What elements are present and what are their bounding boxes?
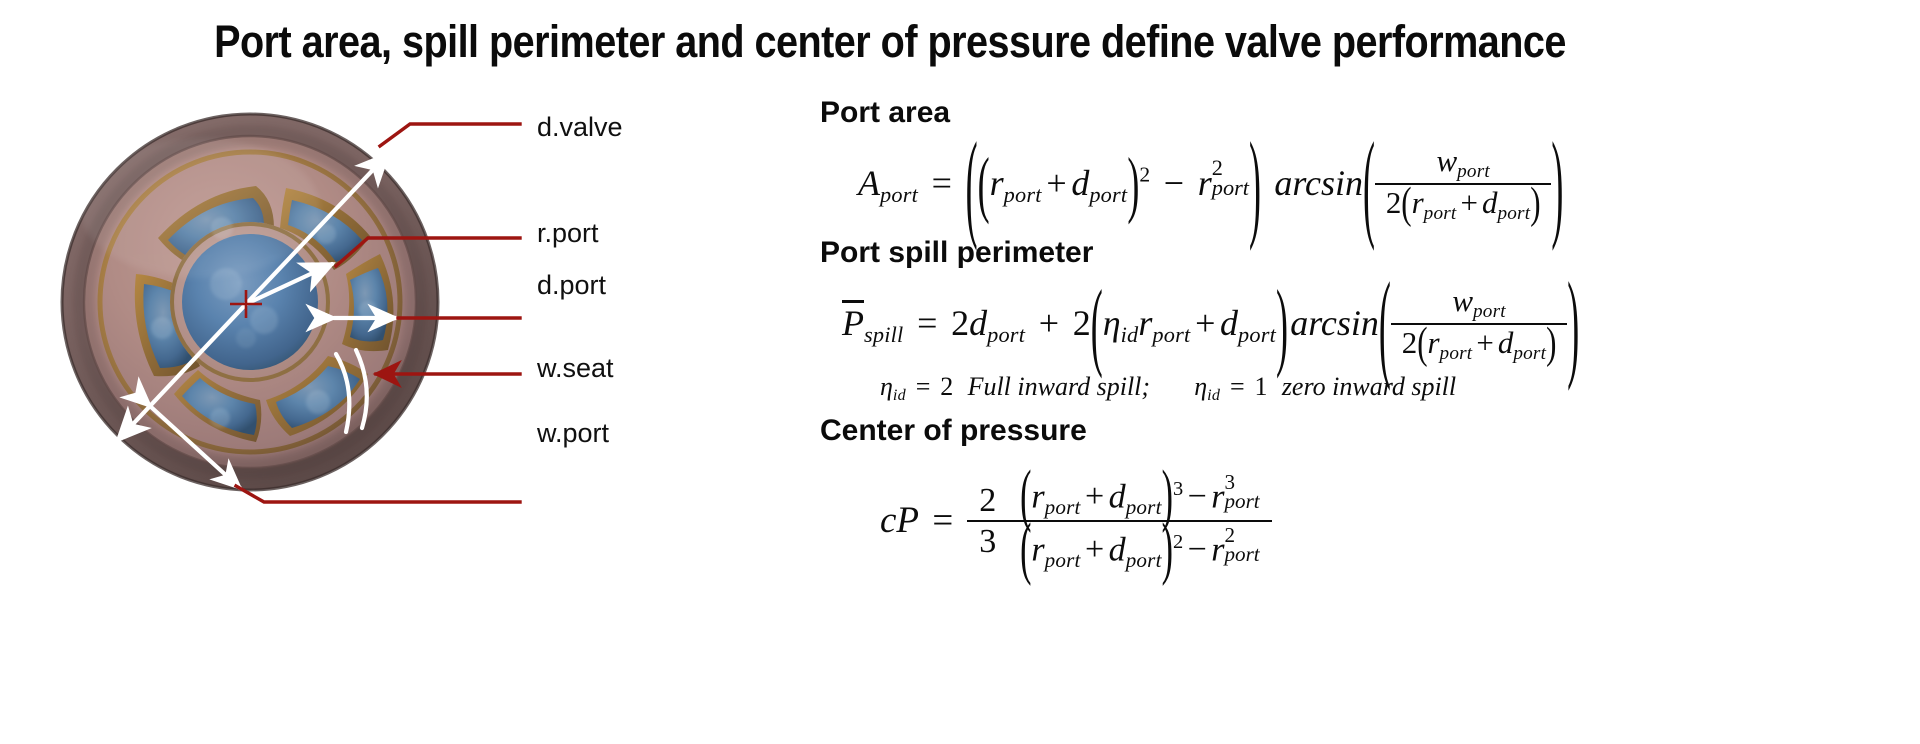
paren-open-outer: (: [965, 117, 978, 252]
arc-w-seat-outer: [353, 347, 369, 431]
eq2-frac-den: 2(rport+dport): [1390, 320, 1568, 365]
center-crosshair: [230, 290, 262, 318]
paren-close-arg1: ): [1551, 117, 1564, 252]
eq2-frac-num: wport: [1452, 283, 1506, 323]
eq1-equals: =: [931, 162, 952, 203]
note-eta-2: ηid: [1194, 372, 1221, 405]
paren-close-outer: ): [1249, 117, 1261, 252]
arrow-r-port: [243, 261, 336, 307]
eq1-frac-num: wport: [1436, 143, 1490, 183]
eq1-r: rport: [989, 162, 1042, 207]
eq2-d2: dport: [1220, 302, 1277, 347]
arrow-w-port: [119, 376, 243, 491]
leader-lines: [233, 122, 522, 504]
eq1-minus: −: [1163, 162, 1185, 203]
note-text-2: zero inward spill: [1281, 372, 1457, 401]
equation-spill-perimeter: Pspill = 2dport + 2(ηidrport+dport)arcsi…: [842, 264, 1579, 385]
arrow-d-valve: [243, 150, 391, 307]
eq2-d: dport: [969, 302, 1026, 347]
heading-port-area: Port area: [820, 96, 951, 129]
paren-close-arg2: ): [1567, 257, 1580, 392]
eq2-lhs: Pspill: [842, 302, 904, 347]
leader-r-port: [333, 236, 522, 269]
valve-diagram-svg: [60, 112, 522, 504]
eq4-equals: =: [932, 500, 954, 542]
eq2-plus1: +: [1038, 302, 1060, 343]
page-title: Port area, spill perimeter and center of…: [214, 16, 1566, 67]
eq4-lhs: cP: [880, 500, 919, 542]
leader-w-port: [233, 483, 522, 504]
arc-w-seat-inner: [333, 351, 352, 435]
eq1-frac-den: 2(rport+dport): [1374, 180, 1552, 225]
paren-open-arg2: (: [1378, 257, 1391, 392]
paren-open-inner: (: [977, 142, 990, 225]
eq4-two-thirds: 2 3: [967, 484, 1009, 559]
paren-close-eq2: ): [1276, 269, 1289, 380]
eq2-plus2: +: [1195, 302, 1216, 343]
valve-figure: d.valve r.port d.port w.seat w.port: [50, 88, 670, 588]
eq1-lhs: Aport: [858, 162, 918, 207]
note-eta-1: ηid: [880, 372, 906, 405]
label-w-port: w.port: [537, 418, 610, 448]
eq1-arcsin: arcsin: [1274, 162, 1363, 203]
eq2-arcsin: arcsin: [1290, 302, 1379, 343]
paren-close-inner: ): [1127, 142, 1140, 225]
leader-d-valve: [377, 122, 522, 149]
eq1-d: dport: [1071, 162, 1128, 207]
paren-open-eq2: (: [1090, 269, 1103, 380]
paren-open-arg1: (: [1362, 117, 1375, 252]
eq2-r: rport: [1138, 302, 1191, 347]
eq1-plus: +: [1046, 162, 1067, 203]
dimension-arrows: [115, 150, 400, 491]
eq2-eta: ηid: [1102, 302, 1139, 347]
heading-center-of-pressure: Center of pressure: [820, 414, 1087, 447]
note-eta-definitions: ηid = 2 Full inward spill; ηid = 1 zero …: [880, 372, 1457, 405]
label-w-seat: w.seat: [537, 353, 614, 383]
label-d-valve: d.valve: [537, 112, 623, 142]
note-text-1: Full inward spill;: [967, 372, 1151, 401]
label-r-port: r.port: [537, 218, 599, 248]
heading-port-spill-perimeter: Port spill perimeter: [820, 236, 1094, 269]
eq1-exp-outer: 2: [1139, 162, 1151, 187]
label-d-port: d.port: [537, 270, 607, 300]
eq2-two-a: 2: [951, 302, 970, 343]
eq2-equals: =: [917, 302, 938, 343]
eq2-two-b: 2: [1072, 302, 1091, 343]
